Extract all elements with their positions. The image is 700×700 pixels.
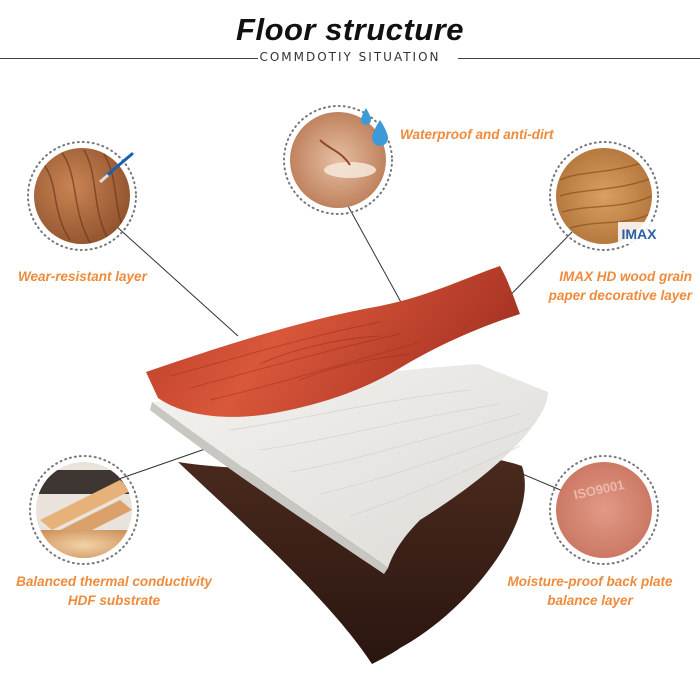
label-imax-line2: paper decorative layer	[548, 288, 692, 303]
knife-icon	[99, 152, 134, 184]
connector-wear	[115, 225, 239, 337]
page-title: Floor structure	[236, 12, 464, 47]
label-imax-line1: IMAX HD wood grain	[559, 269, 692, 284]
imax-badge-bg	[618, 222, 660, 244]
label-moisture-line2: balance layer	[547, 593, 633, 608]
label-waterproof: Waterproof and anti-dirt	[400, 127, 554, 142]
moisture-thumbnail: ISO9001	[549, 455, 659, 565]
connector-waterproof	[347, 205, 403, 305]
label-moisture: Moisture-proof back plate balance layer	[495, 572, 685, 610]
hdf-grain	[229, 389, 531, 517]
label-hdf-line1: Balanced thermal conductivity	[16, 574, 212, 589]
decorative-paper-layer	[146, 266, 520, 417]
label-moisture-line1: Moisture-proof back plate	[507, 574, 673, 589]
label-imax: IMAX HD wood grain paper decorative laye…	[528, 267, 692, 305]
imax-thumbnail: IMAX	[549, 141, 660, 251]
water-drop-small-icon	[361, 108, 371, 125]
label-hdf: Balanced thermal conductivity HDF substr…	[8, 572, 220, 610]
page-subtitle: COMMDOTIY SITUATION	[259, 50, 441, 64]
title-rule-left	[0, 58, 258, 59]
hdf-core-edge	[150, 402, 388, 574]
water-drop-icon	[372, 120, 388, 146]
title-rule-right	[458, 58, 700, 59]
label-hdf-line2: HDF substrate	[67, 593, 161, 608]
waterproof-thumbnail	[283, 105, 393, 215]
label-wear-resistant: Wear-resistant layer	[18, 269, 147, 284]
wear-resistant-thumbnail	[27, 141, 137, 251]
decorative-grain	[169, 321, 421, 401]
imax-badge: IMAX	[622, 226, 658, 242]
hdf-thumbnail	[29, 455, 139, 565]
